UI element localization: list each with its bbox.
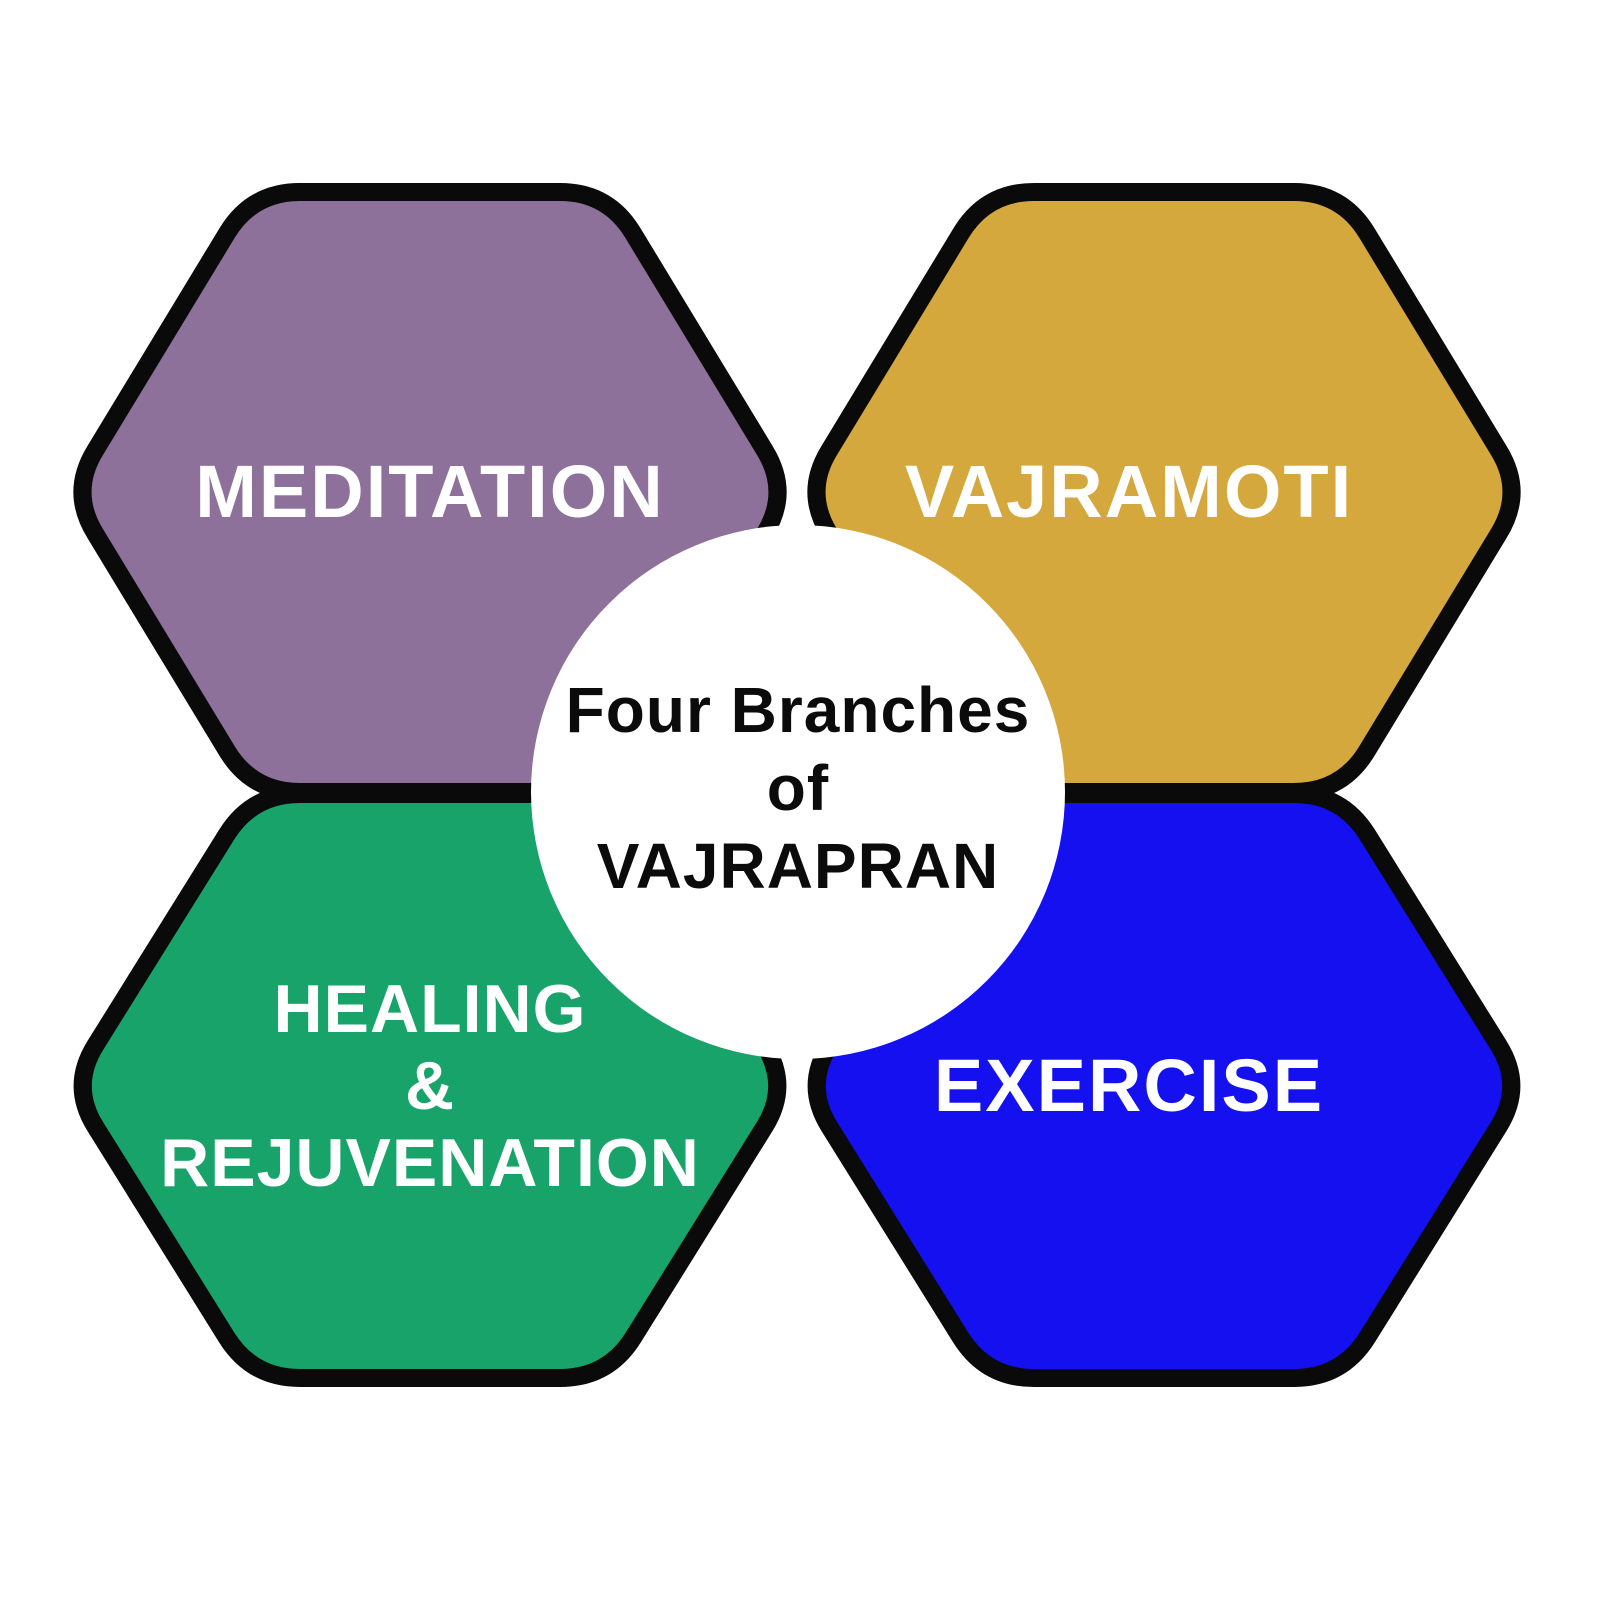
center-circle [531,525,1065,1059]
